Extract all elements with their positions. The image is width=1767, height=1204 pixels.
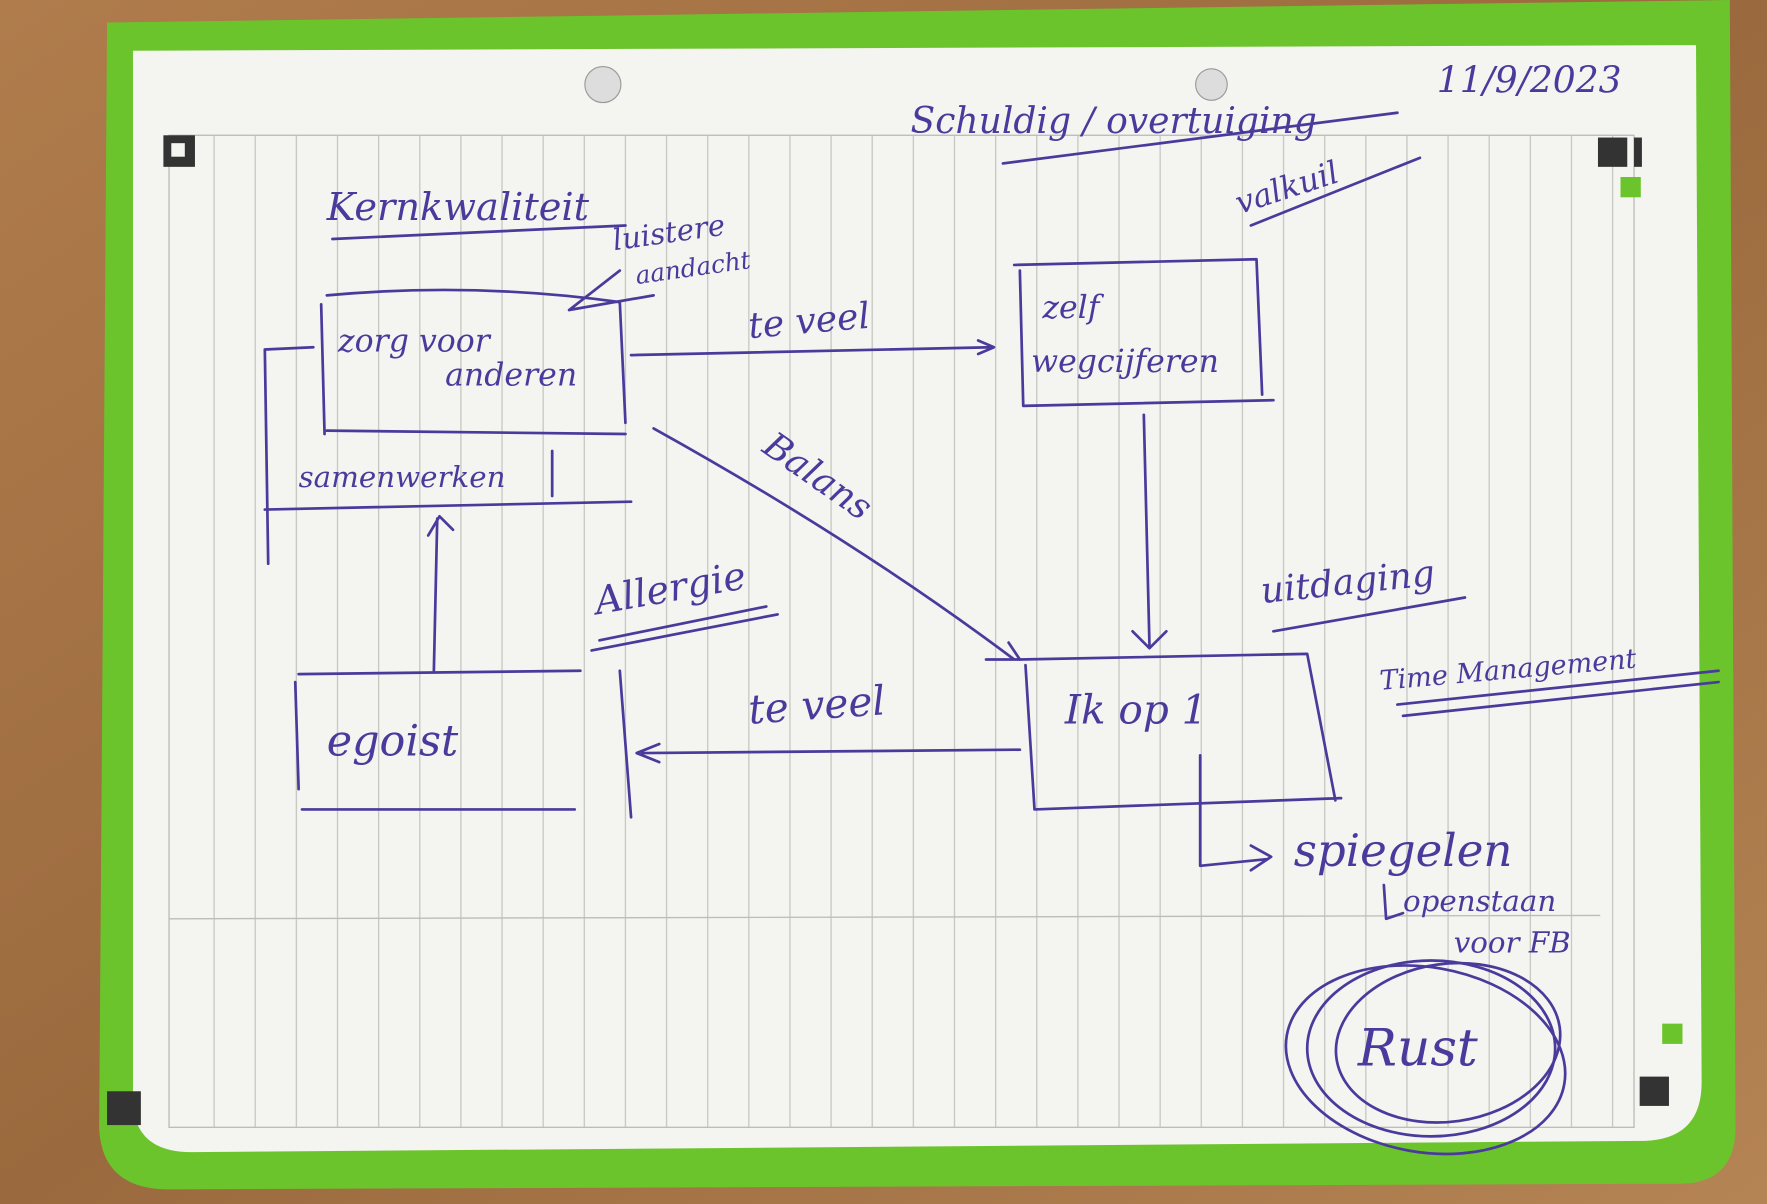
title-underline xyxy=(1001,111,1399,165)
date-text: 11/9/2023 xyxy=(1437,59,1622,101)
page-frame xyxy=(168,134,1635,1129)
box-egoist-text: egoist xyxy=(327,716,459,766)
corner-marker-icon xyxy=(107,1091,141,1126)
openstaan-text-1: openstaan xyxy=(1403,884,1556,918)
valkuil-underline xyxy=(1249,156,1422,227)
arrow-ik-to-egoist xyxy=(635,742,1022,764)
corner-marker-icon xyxy=(1597,137,1628,167)
openstaan-text-2: voor FB xyxy=(1454,926,1571,960)
box-zelf-wegcijferen xyxy=(1012,257,1275,408)
box-ik-text: Ik op 1 xyxy=(1064,686,1208,734)
rust-circle xyxy=(1334,961,1562,1124)
title-schuldig: Schuldig / overtuiging xyxy=(911,100,1317,142)
box-zorg-voor-anderen xyxy=(319,288,627,436)
box-ik-op-1 xyxy=(1018,652,1343,811)
arrow-ik-to-spiegelen xyxy=(1198,753,1273,872)
box-egoist xyxy=(293,669,582,811)
kernkwaliteit-label: Kernkwaliteit xyxy=(326,185,590,230)
box-zorg-text-2: anderen xyxy=(445,358,577,394)
te-veel-bottom-label: te veel xyxy=(747,676,887,733)
samenwerken-underline xyxy=(263,449,633,511)
kernkwaliteit-underline xyxy=(331,224,627,241)
time-management-underline xyxy=(1396,669,1720,718)
uitdaging-underline xyxy=(1272,596,1467,633)
box-zelf-text-2: wegcijferen xyxy=(1031,344,1219,380)
openstaan-arrow xyxy=(1382,883,1405,921)
green-marker xyxy=(1662,1023,1683,1044)
arrow-zorg-to-zelf xyxy=(629,339,996,357)
paper-page xyxy=(132,45,1702,1153)
rust-circle xyxy=(1284,964,1567,1156)
paper-ruling xyxy=(213,135,1614,1128)
rust-circle xyxy=(1305,959,1557,1138)
punch-hole xyxy=(1195,68,1228,101)
spiegelen-label: spiegelen xyxy=(1294,824,1513,877)
box-zorg-text-1: zorg voor xyxy=(337,324,492,360)
corner-marker-icon xyxy=(1639,1076,1669,1106)
arrow-egoist-to-samenwerken xyxy=(426,514,455,673)
punch-hole xyxy=(584,65,622,104)
box-zelf-text-1: zelf xyxy=(1041,290,1104,326)
rust-label: Rust xyxy=(1357,1018,1478,1078)
allergie-underline xyxy=(590,605,779,652)
egoist-divider-line xyxy=(618,669,633,819)
page-divider xyxy=(169,914,1601,920)
arrow-zelf-to-ik xyxy=(1131,413,1168,650)
annotation-pointer xyxy=(567,269,655,312)
left-bracket-line xyxy=(263,345,315,566)
green-marker xyxy=(1620,176,1641,198)
samenwerken-label: samenwerken xyxy=(299,460,506,494)
